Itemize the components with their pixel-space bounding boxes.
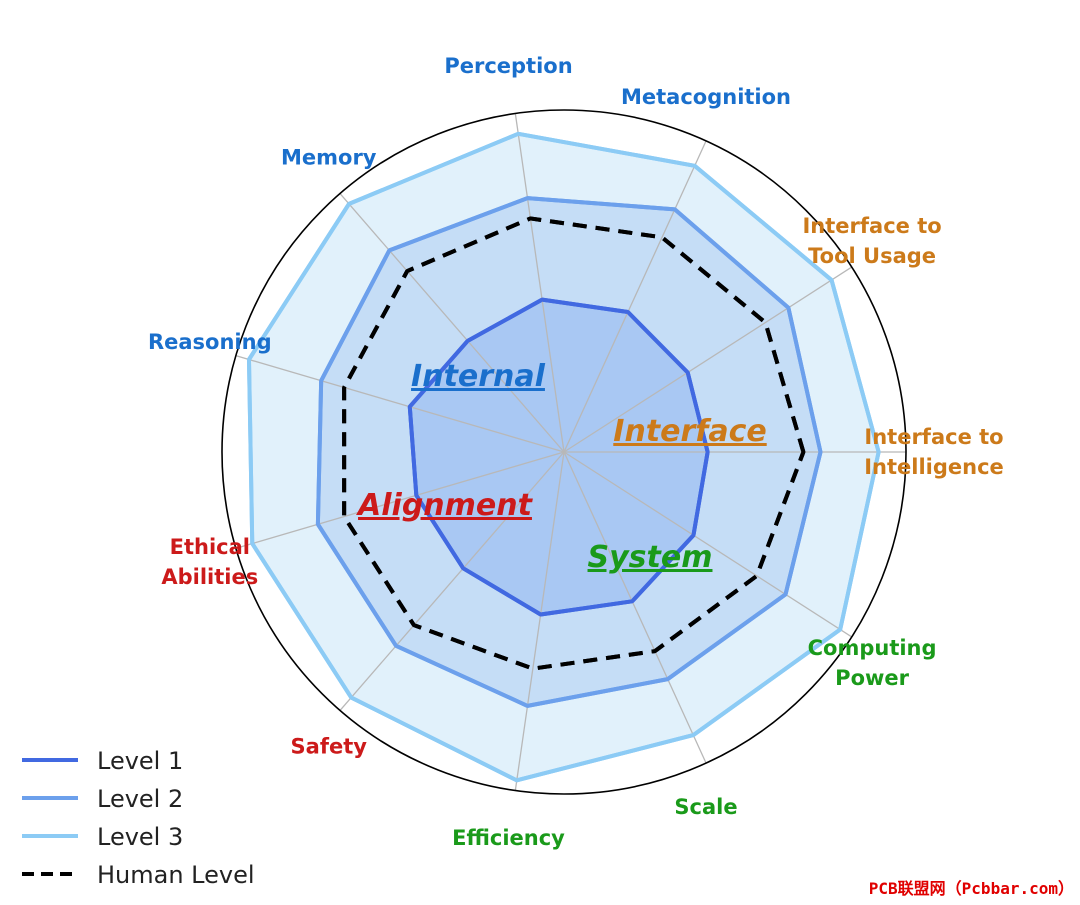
legend-label-level-2: Level 2 bbox=[97, 785, 183, 813]
axis-label-metacognition: Metacognition bbox=[621, 85, 791, 109]
legend-label-level-1: Level 1 bbox=[97, 747, 183, 775]
legend-label-human-level: Human Level bbox=[97, 861, 255, 889]
radial-gridline bbox=[339, 193, 565, 453]
radial-gridline bbox=[235, 355, 565, 453]
radial-gridline bbox=[514, 113, 565, 453]
outer-circle bbox=[221, 109, 907, 795]
radial-gridline bbox=[563, 451, 707, 764]
watermark-text: PCB联盟网（Pcbbar.com） bbox=[868, 879, 1074, 898]
group-label-interface: Interface bbox=[613, 414, 766, 449]
series-level-1-outline bbox=[407, 297, 710, 617]
radial-gridline bbox=[563, 140, 707, 453]
axis-label-scale: Scale bbox=[674, 795, 737, 819]
axis-label-reasoning: Reasoning bbox=[148, 330, 272, 354]
series-level-2-outline bbox=[315, 196, 823, 708]
group-label-alignment: Alignment bbox=[356, 488, 534, 523]
radial-gridline bbox=[235, 451, 565, 549]
group-label-system: System bbox=[588, 540, 713, 575]
axis-label-efficiency: Efficiency bbox=[452, 826, 565, 850]
series-level-3-outline bbox=[246, 131, 881, 783]
axis-label-memory: Memory bbox=[281, 145, 377, 169]
radial-gridline bbox=[563, 266, 853, 453]
radial-gridline bbox=[339, 451, 565, 711]
legend-label-level-3: Level 3 bbox=[97, 823, 183, 851]
group-label-internal: Internal bbox=[411, 359, 546, 394]
axis-label-safety: Safety bbox=[291, 735, 368, 759]
radial-gridline bbox=[514, 451, 565, 791]
axis-label-perception: Perception bbox=[444, 54, 572, 78]
radial-gridline bbox=[563, 451, 853, 638]
series-human-level-outline bbox=[342, 216, 806, 671]
